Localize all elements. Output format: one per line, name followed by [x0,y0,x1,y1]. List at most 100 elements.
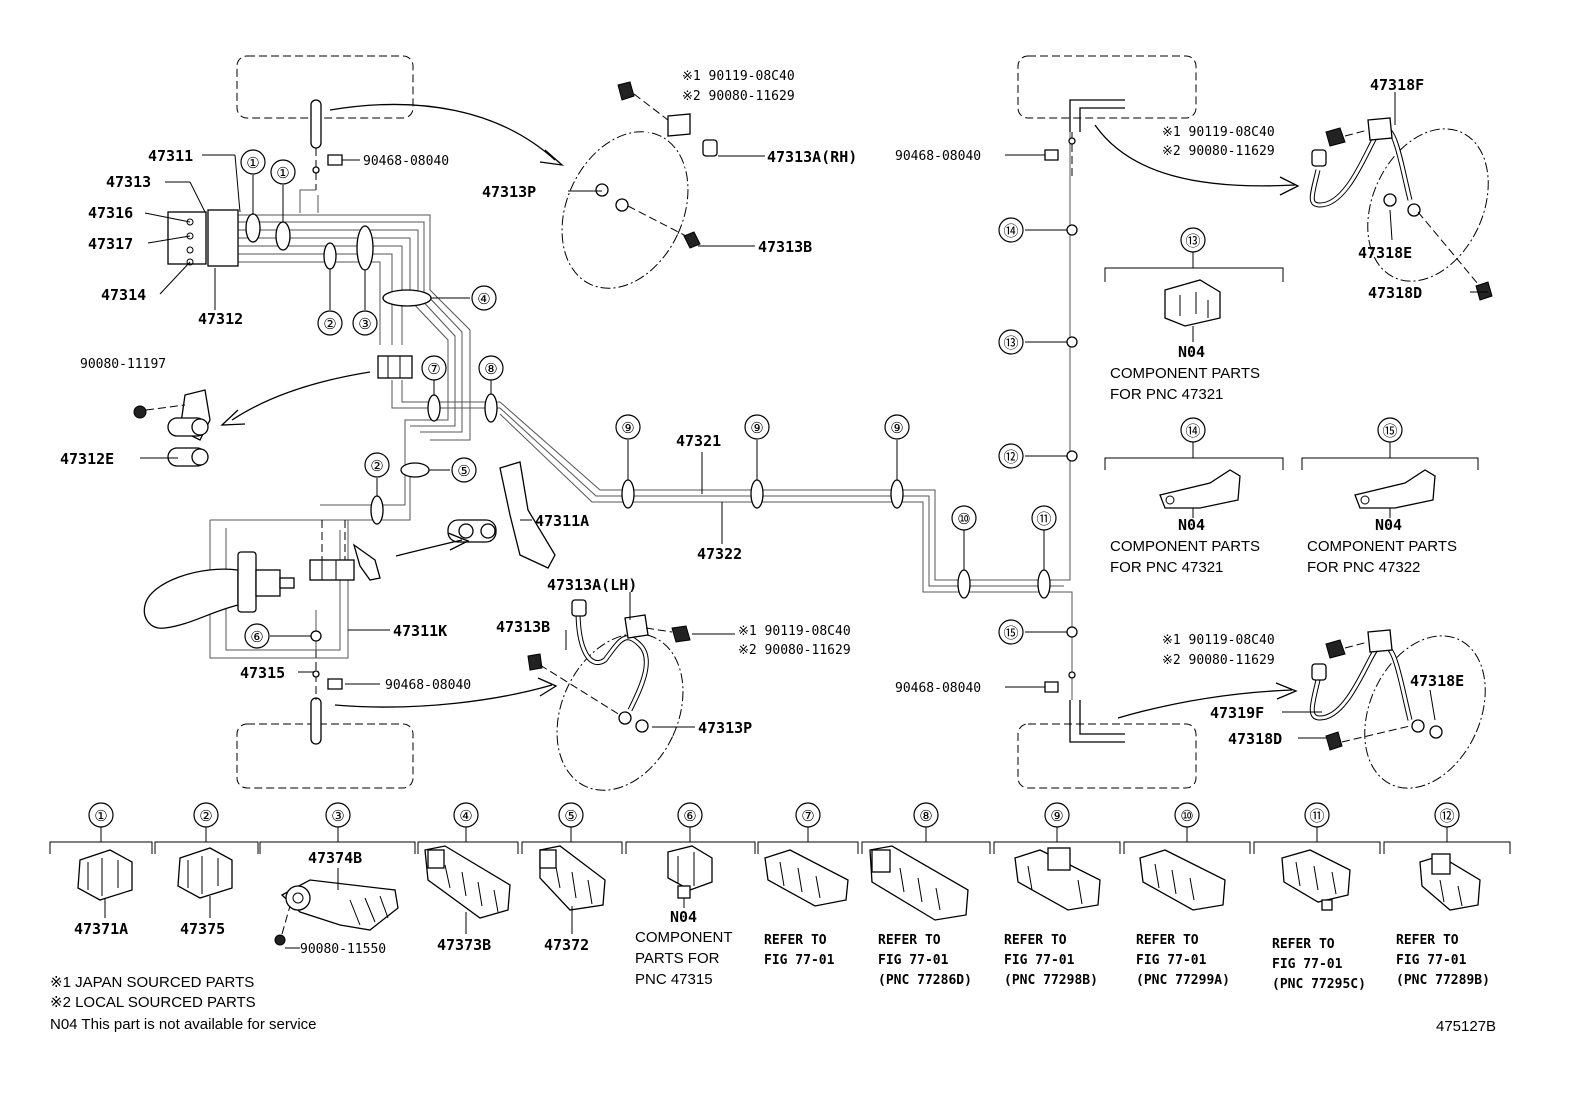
note-local-sourced: ※2 LOCAL SOURCED PARTS [50,994,256,1011]
bottom-label-90080-11550: 90080-11550 [300,942,386,957]
refer-11-line1: REFER TO [1272,937,1335,952]
note-japan-sourced: ※1 JAPAN SOURCED PARTS [50,974,254,991]
component-group-15-line1: COMPONENT PARTS [1307,538,1457,555]
bottom-label-pnc-47315: PNC 47315 [635,971,713,988]
component-group-14-code: N04 [1178,516,1205,534]
marker-8a: ⑧ [478,355,504,381]
label-90080-11197: 90080-11197 [80,357,166,372]
refer-11-line3: (PNC 77295C) [1272,977,1366,992]
label-47315: 47315 [240,664,285,682]
rear-rh-brake-hose [1309,117,1493,301]
component-group-13-line1: COMPONENT PARTS [1110,365,1260,382]
label-47313: 47313 [106,173,151,191]
svg-text:②: ② [370,458,383,475]
marker-9c: ⑨ [884,414,910,440]
front-lh-brake-hose [527,599,691,733]
label-90468-08040-rear-right: 90468-08040 [895,149,981,164]
refer-11-line2: FIG 77-01 [1272,957,1343,972]
bottom-label-parts-for: PARTS FOR [635,950,720,967]
svg-text:⑪: ⑪ [1309,808,1324,825]
label-47321: 47321 [676,432,721,450]
refer-7-line2: FIG 77-01 [764,953,835,968]
marker-3a: ③ [352,310,378,336]
bottom-marker-12: ⑫ [1434,802,1460,842]
component-group-15: ⑮ N04 COMPONENT PARTS FOR PNC 47322 [1301,417,1479,576]
svg-text:⑮: ⑮ [1003,625,1018,642]
label-90468-08040-front-right: 90468-08040 [363,154,449,169]
label-47313p-rh: 47313P [482,183,536,201]
marker-7a: ⑦ [421,355,447,381]
bottom-marker-8: ⑧ [913,802,939,842]
refer-7-line1: REFER TO [764,933,827,948]
bottom-label-47374b: 47374B [308,849,362,867]
svg-text:⑧: ⑧ [484,361,497,378]
svg-text:①: ① [94,808,107,825]
svg-text:③: ③ [358,316,371,333]
svg-text:⑨: ⑨ [750,420,763,437]
bolt-japan-lh-front: ※1 90119-08C40 [738,624,851,639]
bottom-marker-6: ⑥ [677,802,703,842]
bottom-label-47371a: 47371A [74,920,128,938]
clip-ref-9-drawing [1014,847,1101,911]
svg-text:⑧: ⑧ [919,808,932,825]
marker-10a: ⑩ [951,505,977,531]
clip-ref-10-drawing [1139,849,1226,911]
bottom-marker-9: ⑨ [1044,802,1070,842]
label-47317: 47317 [88,235,133,253]
svg-text:⑫: ⑫ [1439,808,1454,825]
svg-text:④: ④ [477,291,490,308]
clip-47373b-drawing [424,845,511,919]
svg-text:⑪: ⑪ [1036,511,1051,528]
figure-id: 475127B [1436,1018,1496,1035]
label-47313p-lh: 47313P [698,719,752,737]
label-47312e: 47312E [60,450,114,468]
bottom-label-47373b: 47373B [437,936,491,954]
marker-6a: ⑥ [244,623,270,649]
label-47311: 47311 [148,147,193,165]
marker-1a: ① [240,149,266,175]
label-47318f: 47318F [1370,76,1424,94]
master-cylinder [143,551,295,629]
svg-text:③: ③ [331,808,344,825]
label-47313a-lh: 47313A(LH) [547,576,637,594]
marker-2a: ② [317,310,343,336]
clip-ref-8-drawing [869,845,969,921]
bottom-label-47372: 47372 [544,936,589,954]
bolt-local-rh-front: ※2 90080-11629 [682,89,795,104]
bottom-marker-3: ③ [325,802,351,842]
label-47318d-rh: 47318D [1368,284,1422,302]
label-90468-08040-front-left: 90468-08040 [385,678,471,693]
junction-valve-upper [377,355,413,379]
svg-text:⑥: ⑥ [683,808,696,825]
svg-text:⑮: ⑮ [1382,423,1397,440]
bolt-local-lh-rear: ※2 90080-11629 [1162,653,1275,668]
label-47311k: 47311K [393,622,447,640]
svg-text:⑤: ⑤ [457,463,470,480]
label-47322: 47322 [697,545,742,563]
svg-text:⑨: ⑨ [890,420,903,437]
bottom-marker-4: ④ [453,802,479,842]
label-47311a: 47311A [535,512,589,530]
clip-47372-drawing [539,845,606,911]
bottom-marker-7: ⑦ [795,802,821,842]
component-group-13-line2: FOR PNC 47321 [1110,386,1223,403]
marker-2b: ② [364,452,390,478]
bottom-label-component: COMPONENT [635,929,733,946]
clip-n04-drawing [667,845,713,899]
marker-15a: ⑮ [998,619,1024,645]
front-rh-brake-hose [595,81,718,249]
component-group-13-code: N04 [1178,343,1205,361]
svg-text:⑩: ⑩ [1180,808,1193,825]
label-47314: 47314 [101,286,146,304]
bottom-marker-5: ⑤ [558,802,584,842]
svg-text:②: ② [199,808,212,825]
svg-text:⑩: ⑩ [957,511,970,528]
svg-text:⑨: ⑨ [621,420,634,437]
label-47316: 47316 [88,204,133,222]
label-47318e-lh: 47318E [1410,672,1464,690]
bracket-47311a [447,461,556,569]
junction-valve-lower [309,543,381,581]
svg-text:①: ① [276,165,289,182]
marker-12a: ⑫ [998,443,1024,469]
